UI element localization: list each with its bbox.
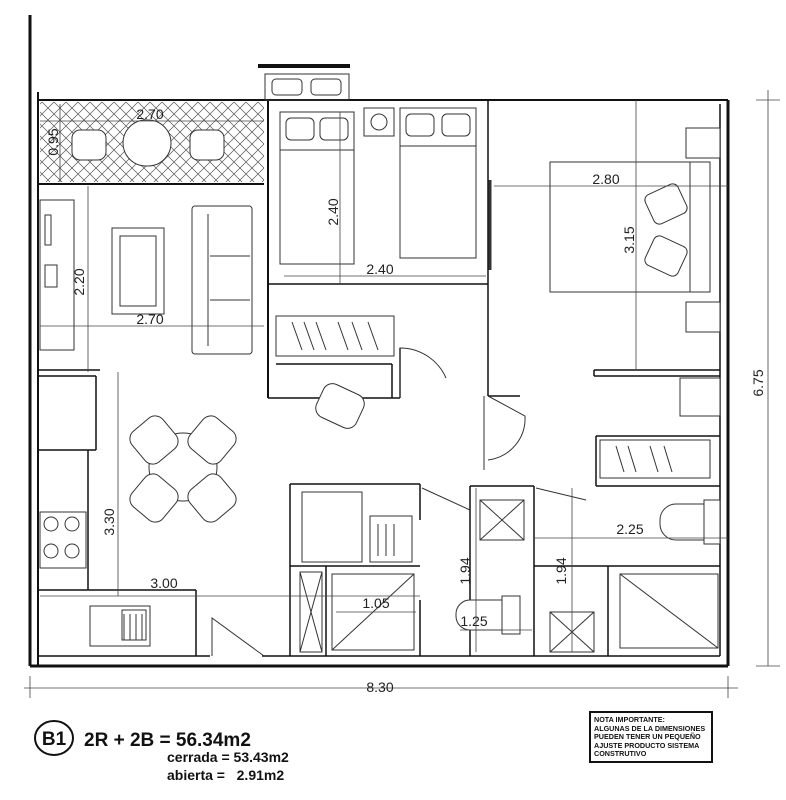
- balcony-table: [122, 119, 172, 167]
- bath2: [549, 499, 721, 653]
- living-furniture: [39, 199, 253, 355]
- dim-bedroom2-width: 2.40: [366, 261, 393, 277]
- note-line: PUEDEN TENER UN PEQUEÑO: [594, 732, 701, 742]
- master-bedroom-furniture: [549, 127, 721, 479]
- top-sink: [264, 73, 350, 101]
- dining-set: [129, 415, 237, 523]
- laundry-bath1: [299, 491, 525, 653]
- unit-closed-area: cerrada = 53.43m2: [167, 749, 289, 765]
- dim-balcony-depth: 0.95: [45, 128, 61, 155]
- dim-master-length: 3.15: [621, 226, 637, 253]
- dim-bedroom2-length: 2.40: [325, 198, 341, 225]
- note-line: AJUSTE PRODUCTO SISTEMA: [594, 740, 700, 750]
- unit-code: B1: [42, 729, 67, 750]
- dim-living-width: 2.70: [136, 311, 163, 327]
- dim-master-width: 2.80: [592, 171, 619, 187]
- kitchen: [39, 511, 151, 647]
- unit-open-area: abierta = 2.91m2: [167, 767, 284, 783]
- doors: [211, 180, 587, 657]
- dim-total-width: 8.30: [366, 679, 393, 695]
- dim-dining-height: 3.30: [101, 508, 117, 535]
- dim-total-depth: 6.75: [750, 369, 766, 396]
- dim-balcony-width: 2.70: [136, 106, 163, 122]
- note-line: NOTA IMPORTANTE:: [594, 715, 665, 724]
- dim-bath2-width: 2.25: [616, 521, 643, 537]
- dim-kitchen-width: 3.00: [150, 575, 177, 591]
- dimension-lines: [24, 90, 780, 698]
- unit-code-circle: [34, 720, 74, 756]
- balcony-chairs: [71, 129, 225, 161]
- dim-bath1-width: 1.25: [460, 613, 487, 629]
- note-line: CONSTRUTIVO: [594, 749, 647, 759]
- bedroom2-furniture: [275, 107, 477, 429]
- dim-living-height: 2.20: [71, 268, 87, 295]
- note-line: ALGUNAS DE LA DIMENSIONES: [594, 723, 706, 733]
- important-note: NOTA IMPORTANTE: ALGUNAS DE LA DIMENSION…: [589, 711, 713, 763]
- unit-formula: 2R + 2B = 56.34m2: [84, 730, 251, 751]
- dim-laundry-width: 1.05: [362, 595, 389, 611]
- dim-bath1-depth: 1.94: [457, 557, 473, 584]
- dim-bath2-depth: 1.94: [553, 557, 569, 584]
